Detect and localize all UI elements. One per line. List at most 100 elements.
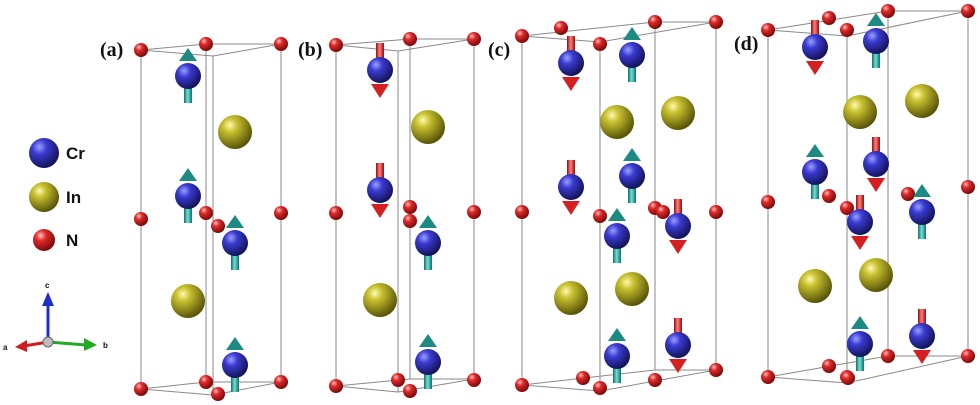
panel-b-n-atom [391, 373, 405, 387]
cell-a-edge-bottom-1 [140, 381, 207, 390]
panel-d-n-atom [840, 201, 854, 215]
panel-a-cr-atom [175, 63, 201, 89]
panel-d-cr-atom-stem [856, 348, 864, 371]
panel-c-n-atom [709, 15, 723, 29]
panel-a-n-atom [274, 37, 288, 51]
panel-c-n-atom [515, 29, 529, 43]
panel-c-cr-atom-head [669, 240, 687, 254]
panel-a-n-atom [274, 375, 288, 389]
panel-d-cr-atom-stem [918, 216, 926, 239]
panel-c-cr-atom-head [623, 27, 641, 40]
panel-b-in-atom [411, 110, 445, 144]
panel-a-cr-atom-stem [184, 80, 192, 103]
cell-d-edge-top-3 [767, 29, 848, 37]
atoms-layer [134, 4, 975, 401]
panel-c-cr-atom [604, 223, 630, 249]
panel-c-n-atom [593, 381, 607, 395]
panel-c-cr-atom [665, 332, 691, 358]
axis-origin [42, 336, 54, 348]
panel-a-n-atom [134, 212, 148, 226]
panel-b-n-atom [329, 206, 343, 220]
panel-a-cr-atom-stem [231, 247, 239, 270]
panel-d-in-atom [798, 269, 832, 303]
panel-d-cr-atom-head [851, 236, 869, 250]
panel-a-n-atom [134, 43, 148, 57]
panel-c-cr-atom [665, 213, 691, 239]
panel-d-cr-atom-stem [811, 20, 819, 43]
axis-b-label: b [103, 341, 108, 350]
panel-c-cr-atom [558, 174, 584, 200]
panel-c-n-atom [593, 37, 607, 51]
panel-d-in-atom [905, 84, 939, 118]
panel-d-cr-atom-stem [856, 195, 864, 218]
panel-c-cr-atom [619, 163, 645, 189]
panel-c-n-atom [576, 371, 590, 385]
cell-c-edge-top-3 [521, 35, 601, 43]
panel-a-cr-atom-head [179, 48, 197, 61]
panel-c-n-atom [554, 21, 568, 35]
panel-b-cr-atom-head [371, 84, 389, 98]
panel-b-cr-atom-stem [424, 366, 432, 389]
panel-a-cr-atom-head [226, 215, 244, 228]
panel-a-n-atom [199, 206, 213, 220]
panel-c-cr-atom-head [623, 148, 641, 161]
panel-b-n-atom [403, 384, 417, 398]
panel-d-n-atom [822, 359, 836, 373]
panel-a-cr-atom-head [226, 337, 244, 350]
panel-d-cr-atom-stem [811, 176, 819, 199]
panel-b-cr-atom [415, 230, 441, 256]
panel-a-in-atom [171, 284, 205, 318]
panel-c-cr-atom-stem [613, 360, 621, 383]
panel-d-cr-atom [909, 199, 935, 225]
panel-c-cr-atom [558, 50, 584, 76]
panel-b-n-atom [467, 373, 481, 387]
panel-label-c: (c) [488, 39, 510, 61]
panel-d-cr-atom-stem [918, 309, 926, 332]
panel-c-in-atom [600, 105, 634, 139]
axis-c-head [42, 292, 54, 306]
panel-label-d: (d) [734, 33, 758, 55]
panel-c-cr-atom-stem [674, 199, 682, 222]
panel-b-cr-atom-head [419, 334, 437, 347]
panel-b-cr-atom-head [419, 215, 437, 228]
panel-a-cr-atom [222, 352, 248, 378]
panel-label-b: (b) [298, 39, 322, 61]
legend-n-swatch [33, 229, 55, 251]
panel-c-n-atom [648, 15, 662, 29]
panel-d-n-atom [881, 4, 895, 18]
panel-c-cr-atom-head [562, 77, 580, 91]
panel-d-cr-atom-head [806, 61, 824, 75]
legend-n-label: N [66, 231, 78, 250]
panel-a-in-atom [218, 115, 252, 149]
panel-b-cr-atom-stem [376, 163, 384, 186]
panel-b-in-atom [363, 283, 397, 317]
panel-c-in-atom [661, 96, 695, 130]
panel-c-n-atom [515, 378, 529, 392]
panel-d-cr-atom-stem [872, 45, 880, 68]
panel-c-in-atom [615, 272, 649, 306]
panel-d-cr-atom-head [851, 316, 869, 329]
panel-b-n-atom [329, 379, 343, 393]
cell-a-edge-top-4 [212, 43, 282, 57]
cell-c-edge-bottom-3 [521, 384, 601, 392]
panel-c-cr-atom-stem [567, 160, 575, 183]
panel-d-cr-atom-head [913, 350, 931, 364]
panel-a-n-atom [199, 375, 213, 389]
panel-labels: (a) (b) (c) (d) [100, 33, 758, 61]
panel-a-n-atom [211, 387, 225, 401]
legend-in-label: In [66, 188, 81, 207]
panel-d-cr-atom [847, 331, 873, 357]
panel-d-n-atom [961, 4, 975, 18]
panel-a-cr-atom [222, 230, 248, 256]
panel-a-n-atom [134, 382, 148, 396]
panel-b-n-atom [403, 214, 417, 228]
panel-c-n-atom [515, 205, 529, 219]
panel-d-cr-atom-head [806, 144, 824, 157]
panel-d-cr-atom [802, 159, 828, 185]
panel-c-n-atom [656, 205, 670, 219]
panel-a-cr-atom-head [179, 168, 197, 181]
atom-legend: Cr In N [29, 138, 85, 251]
panel-b-n-atom [329, 38, 343, 52]
panel-d-cr-atom [802, 34, 828, 60]
